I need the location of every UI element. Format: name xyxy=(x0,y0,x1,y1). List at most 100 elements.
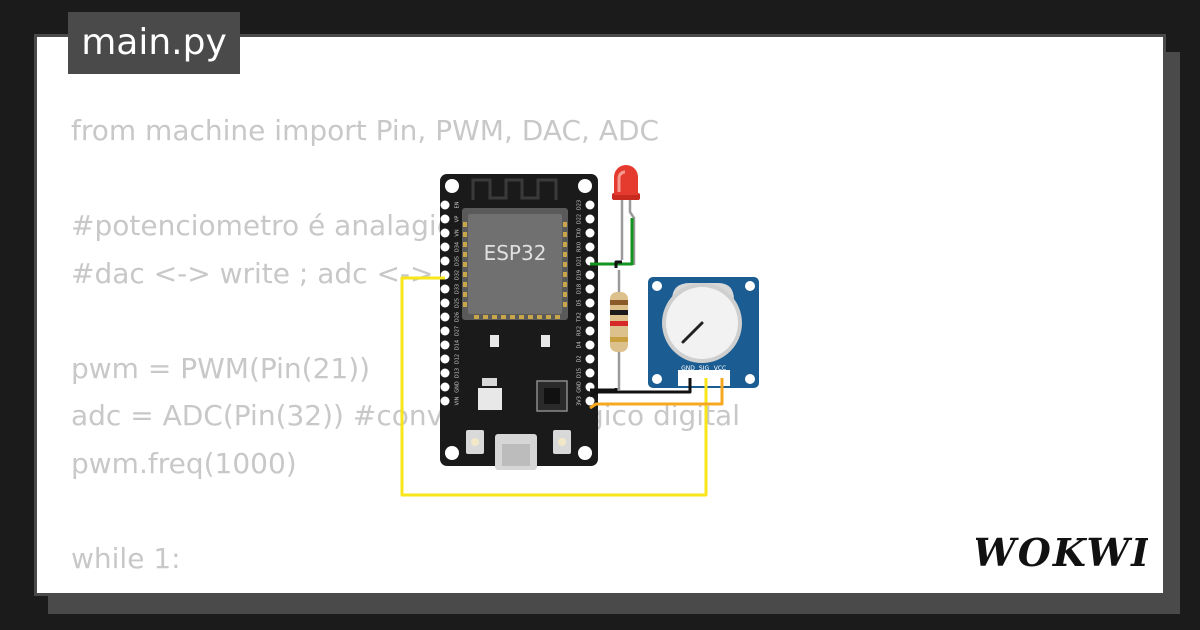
chip-pad xyxy=(463,252,467,257)
right-pin-d19[interactable] xyxy=(585,270,595,280)
left-pin-gnd[interactable] xyxy=(440,382,450,392)
right-pin-d18[interactable] xyxy=(585,284,595,294)
chip-pad xyxy=(563,292,567,297)
right-pin-label: D19 xyxy=(577,270,583,280)
chip-pad xyxy=(463,292,467,297)
right-pin-rx2[interactable] xyxy=(585,326,595,336)
left-pin-label: D27 xyxy=(455,326,461,336)
chip-pad xyxy=(463,272,467,277)
left-pin-label: D13 xyxy=(455,368,461,378)
resistor[interactable] xyxy=(610,270,628,390)
right-pin-3v3[interactable] xyxy=(585,396,595,406)
left-pin-label: D12 xyxy=(455,354,461,364)
left-pin-d25[interactable] xyxy=(440,298,450,308)
esp32-board[interactable]: ESP32 ENVPVND34D35D32D33D25D26D27D14D12D… xyxy=(440,174,598,470)
chip-pad xyxy=(563,252,567,257)
right-pin-label: RX0 xyxy=(577,242,583,252)
chip-pad xyxy=(463,282,467,287)
left-pin-d34[interactable] xyxy=(440,242,450,252)
left-pin-d35[interactable] xyxy=(440,256,450,266)
right-pin-label: D15 xyxy=(577,368,583,378)
yellow-wire[interactable] xyxy=(400,276,708,497)
right-pin-label: D4 xyxy=(577,341,583,348)
left-pin-label: D35 xyxy=(455,256,461,266)
chip-pad xyxy=(463,222,467,227)
left-pin-label: D25 xyxy=(455,298,461,308)
left-pin-label: D32 xyxy=(455,270,461,280)
green-wire[interactable] xyxy=(590,218,634,266)
chip-pad xyxy=(563,262,567,267)
code-line: from machine import Pin, PWM, DAC, ADC xyxy=(71,114,660,147)
right-pin-label: TX2 xyxy=(577,312,583,323)
chip-pad xyxy=(463,232,467,237)
right-pin-label: D21 xyxy=(577,256,583,266)
chip-pad xyxy=(510,315,515,319)
code-line: pwm.freq(1000) xyxy=(71,446,297,480)
chip-pad xyxy=(483,315,488,319)
left-pin-header: ENVPVND34D35D32D33D25D26D27D14D12D13GNDV… xyxy=(440,200,461,406)
chip-pad xyxy=(463,302,467,307)
antenna-trace xyxy=(471,178,558,200)
right-pin-d2[interactable] xyxy=(585,354,595,364)
chip-pad xyxy=(474,315,479,319)
chip-pad xyxy=(519,315,524,319)
pot-pin-vcc-label: VCC xyxy=(714,365,726,372)
chip-label: ESP32 xyxy=(484,241,547,265)
chip-pad xyxy=(492,315,497,319)
right-pin-d5[interactable] xyxy=(585,298,595,308)
left-pin-d27[interactable] xyxy=(440,326,450,336)
left-pin-d26[interactable] xyxy=(440,312,450,322)
right-pin-d15[interactable] xyxy=(585,368,595,378)
chip-pad xyxy=(546,315,551,319)
left-pin-d14[interactable] xyxy=(440,340,450,350)
chip-pad xyxy=(501,315,506,319)
code-line: valor = adc.read() xyxy=(71,582,740,593)
left-pin-en[interactable] xyxy=(440,200,450,210)
chip-pad xyxy=(563,282,567,287)
right-pin-label: D22 xyxy=(577,214,583,224)
left-pin-vp[interactable] xyxy=(440,214,450,224)
left-pin-d13[interactable] xyxy=(440,368,450,378)
voltage-regulator xyxy=(478,388,502,410)
right-pin-tx2[interactable] xyxy=(585,312,595,322)
chip-pad xyxy=(463,262,467,267)
wokwi-logo: WOKWI xyxy=(976,530,1148,575)
orange-wire[interactable] xyxy=(589,378,724,410)
right-pin-tx0[interactable] xyxy=(585,228,595,238)
left-pin-label: EN xyxy=(455,201,461,208)
left-pin-d33[interactable] xyxy=(440,284,450,294)
potentiometer[interactable]: GND SIG VCC xyxy=(648,277,759,388)
right-pin-label: D18 xyxy=(577,284,583,294)
left-pin-vin[interactable] xyxy=(440,396,450,406)
code-line: #potenciometro é analagico xyxy=(71,209,470,242)
chip-pad xyxy=(563,302,567,307)
left-pin-label: D33 xyxy=(455,284,461,294)
chip-module xyxy=(468,214,562,314)
chip-pad xyxy=(563,232,567,237)
left-pin-d12[interactable] xyxy=(440,354,450,364)
chip-pad xyxy=(563,242,567,247)
chip-pad xyxy=(555,315,560,319)
right-pin-d22[interactable] xyxy=(585,214,595,224)
right-pin-d23[interactable] xyxy=(585,200,595,210)
right-pin-rx0[interactable] xyxy=(585,242,595,252)
black-wire-resistor[interactable] xyxy=(590,388,618,392)
chip-pads xyxy=(463,222,567,319)
right-pin-header: D23D22TX0RX0D21D19D18D5TX2RX2D4D2D15GND3… xyxy=(577,200,595,406)
left-pin-vn[interactable] xyxy=(440,228,450,238)
left-pin-label: VP xyxy=(455,216,461,222)
black-wire-gnd[interactable] xyxy=(589,378,692,398)
svg-text:WOKWI: WOKWI xyxy=(976,530,1148,575)
wires xyxy=(400,218,724,497)
file-tab[interactable]: main.py xyxy=(68,12,240,74)
chip-pad xyxy=(563,222,567,227)
right-pin-d4[interactable] xyxy=(585,340,595,350)
led-resistor-wire[interactable] xyxy=(614,260,622,268)
left-pin-label: D34 xyxy=(455,242,461,252)
chip-pad xyxy=(463,242,467,247)
right-pin-label: D5 xyxy=(577,299,583,306)
left-pin-label: VIN xyxy=(455,396,461,405)
left-pin-label: GND xyxy=(455,381,461,393)
red-led[interactable] xyxy=(612,165,640,265)
